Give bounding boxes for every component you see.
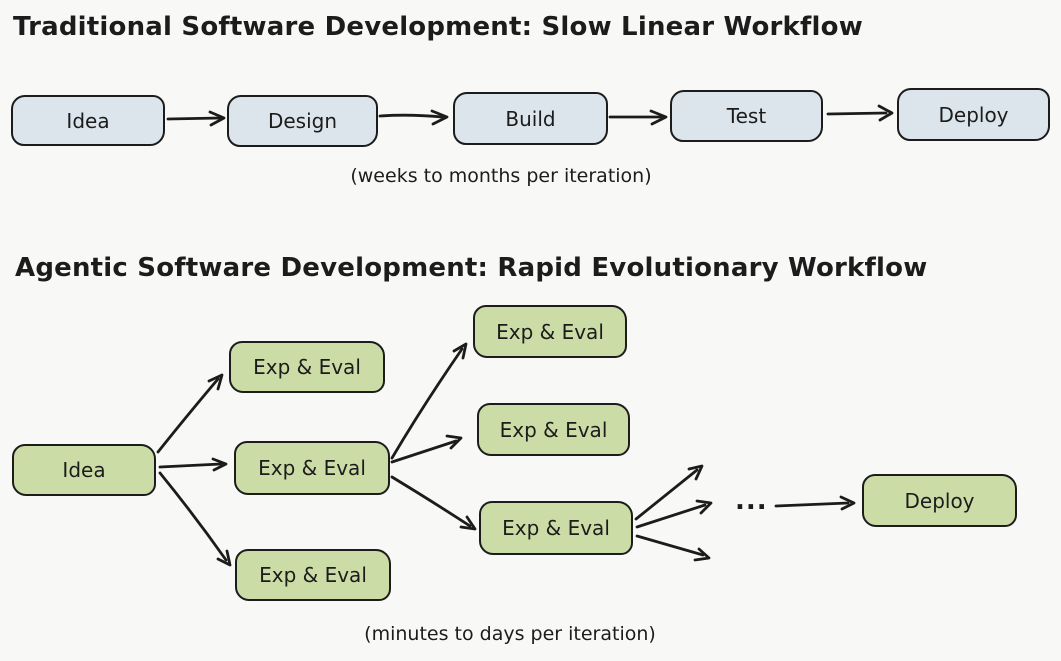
node-label: Idea	[66, 108, 110, 133]
arrow-expeval2-fan-down	[635, 534, 711, 562]
node-label: Test	[726, 104, 767, 128]
node-expeval-l1-mid: Exp & Eval	[234, 441, 390, 495]
node-label: Build	[505, 106, 556, 131]
traditional-caption: (weeks to months per iteration)	[350, 165, 652, 187]
node-expeval-l2-top: Exp & Eval	[473, 305, 627, 358]
arrow-expeval-to-expeval2-mid	[390, 434, 463, 464]
arrow-expeval-to-expeval2-bottom	[390, 475, 477, 531]
arrow-build-to-test	[608, 109, 668, 126]
arrow-ellipsis-to-deploy	[774, 495, 856, 511]
ellipsis-text: ...	[735, 486, 768, 516]
traditional-section-title: Traditional Software Development: Slow L…	[13, 12, 863, 42]
node-label: Exp & Eval	[496, 319, 604, 344]
node-expeval-l1-bottom: Exp & Eval	[235, 549, 391, 601]
node-label: Idea	[62, 458, 106, 482]
node-traditional-build: Build	[453, 92, 608, 145]
node-label: Deploy	[938, 102, 1009, 127]
arrow-idea2-to-expeval-mid	[158, 457, 228, 472]
agentic-caption: (minutes to days per iteration)	[364, 623, 656, 645]
arrow-expeval-to-expeval2-top	[390, 342, 468, 460]
arrow-expeval2-fan-up	[634, 464, 704, 521]
node-traditional-idea: Idea	[11, 95, 165, 146]
node-label: Exp & Eval	[259, 563, 367, 587]
node-label: Deploy	[904, 488, 975, 513]
node-expeval-l2-mid: Exp & Eval	[477, 403, 630, 456]
agentic-section-title: Agentic Software Development: Rapid Evol…	[15, 253, 928, 283]
node-traditional-design: Design	[227, 95, 378, 147]
node-expeval-l2-bottom: Exp & Eval	[479, 501, 633, 555]
arrow-test-to-deploy	[826, 104, 894, 122]
node-traditional-test: Test	[670, 90, 823, 142]
node-label: Exp & Eval	[258, 456, 366, 480]
node-label: Design	[267, 109, 338, 133]
arrow-idea2-to-expeval-top	[156, 373, 224, 454]
node-label: Exp & Eval	[253, 355, 361, 379]
arrow-idea2-to-expeval-bottom	[158, 471, 232, 567]
node-traditional-deploy: Deploy	[897, 88, 1050, 141]
arrow-idea-to-design	[166, 110, 226, 127]
arrow-design-to-build	[378, 109, 449, 126]
node-label: Exp & Eval	[499, 417, 608, 442]
node-agentic-idea: Idea	[12, 444, 156, 496]
node-expeval-l1-top: Exp & Eval	[229, 341, 385, 393]
node-label: Exp & Eval	[502, 516, 610, 540]
arrow-expeval2-fan-mid	[635, 499, 713, 529]
node-agentic-deploy: Deploy	[862, 474, 1017, 527]
